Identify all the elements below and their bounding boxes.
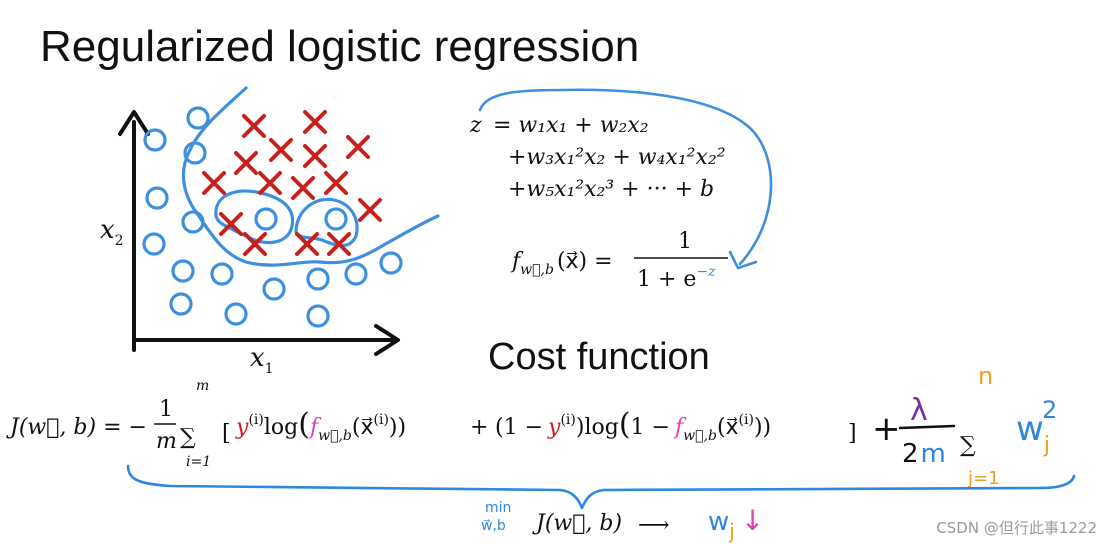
reg-weight: wj2 [1016, 396, 1057, 458]
reg-sum-lower-limit: j=1 [967, 468, 1000, 489]
circle-point [306, 267, 330, 291]
cross-point [346, 135, 370, 159]
cross-point [243, 232, 267, 256]
sum-sigma: ∑ [180, 425, 196, 450]
reg-frac-denominator: 2m [902, 439, 946, 469]
circle-point [169, 292, 193, 316]
cost-right-bracket: ] [848, 421, 857, 446]
substitution-arrow [478, 88, 773, 266]
cost-left-bracket: [ [222, 421, 231, 446]
y-axis-label: x2 [100, 215, 124, 249]
substitution-arrowhead [728, 250, 758, 270]
x-axis-arrowhead [374, 324, 400, 356]
minimization-objective: min w⃗,b J(w⃗, b) ⟶ wj↓ [481, 500, 764, 543]
reg-sum-sigma: ∑ [960, 433, 976, 458]
z-variable: z [469, 113, 482, 138]
circle-point [171, 259, 195, 283]
circle-point [145, 186, 169, 210]
decision-boundary-left-loop [214, 189, 295, 245]
min-arrow: ⟶ [638, 513, 670, 538]
sum-lower-limit: i=1 [186, 454, 211, 470]
min-operator: min [485, 500, 511, 516]
circle-point [379, 251, 403, 275]
cost-function-equation: J(w⃗, b) = − 1 m m ∑ i=1 [ y(i)log(fw⃗,b… [6, 362, 1076, 510]
reg-lambda: λ [910, 393, 928, 428]
cost-plus: + [470, 415, 488, 440]
cross-point [258, 171, 282, 195]
cost-term-2: (1 −y(i))log(1 −fw⃗,b(x⃗(i))) [495, 407, 771, 444]
weight-decrease: wj↓ [708, 504, 764, 543]
cross-point [295, 232, 319, 256]
cross-point [303, 110, 327, 134]
circle-point [186, 106, 210, 130]
cross-point [291, 176, 315, 200]
circle-point [183, 141, 207, 165]
sigmoid-numerator: 1 [678, 229, 692, 254]
cross-point [219, 212, 243, 236]
cost-brace [126, 464, 1076, 510]
model-line-2: +w₃x₁²x₂ + w₄x₁²x₂² [508, 145, 726, 170]
circle-point [324, 207, 348, 231]
sigmoid-lhs: fw⃗,b(x⃗) = [510, 249, 613, 278]
circle-point [143, 128, 167, 152]
cost-lhs: J(w⃗, b) = − [6, 415, 147, 440]
cost-function-heading: Cost function [488, 336, 710, 378]
min-subscript: w⃗,b [481, 518, 506, 534]
sigmoid-denominator: 1 + e−z [637, 264, 716, 292]
circle-point [262, 277, 286, 301]
reg-plus: + [872, 409, 901, 449]
decision-boundary-outer [181, 86, 440, 267]
cross-point [269, 138, 293, 162]
circle-point [142, 232, 166, 256]
reg-frac-bar [898, 424, 956, 430]
cross-point [303, 144, 327, 168]
cross-point [202, 171, 226, 195]
model-line-3: +w₅x₁²x₂³ + ··· + b [508, 177, 714, 202]
min-objective: J(w⃗, b) [532, 511, 622, 536]
class-1-points [202, 110, 382, 256]
cross-point [324, 171, 348, 195]
cross-point [242, 114, 266, 138]
cost-frac-denominator: m [156, 429, 177, 454]
circle-point [254, 207, 278, 231]
slide-title: Regularized logistic regression [40, 22, 640, 71]
circle-point [306, 304, 330, 328]
cross-point [327, 232, 351, 256]
model-equation: z = w₁x₁ + w₂x₂ +w₃x₁²x₂ + w₄x₁²x₂² +w₅x… [469, 88, 773, 292]
cross-point [358, 198, 382, 222]
circle-point [224, 302, 248, 326]
circle-point [210, 262, 234, 286]
y-axis-arrowhead [118, 110, 150, 136]
cost-frac-numerator: 1 [159, 397, 173, 422]
circle-point [181, 210, 205, 234]
csdn-watermark: CSDN @但行此事1222 [936, 519, 1097, 537]
reg-sum-upper-limit: n [978, 362, 993, 390]
sum-upper-limit: m [196, 378, 209, 394]
x-axis-label: x1 [250, 343, 274, 377]
model-line-1: = w₁x₁ + w₂x₂ [493, 113, 649, 138]
class-0-points [142, 106, 403, 328]
scatter-plot: x2 x1 [100, 86, 440, 377]
cross-point [234, 151, 258, 175]
circle-point [344, 262, 368, 286]
cost-term-1: y(i)log(fw⃗,b(x⃗(i))) [235, 407, 406, 444]
